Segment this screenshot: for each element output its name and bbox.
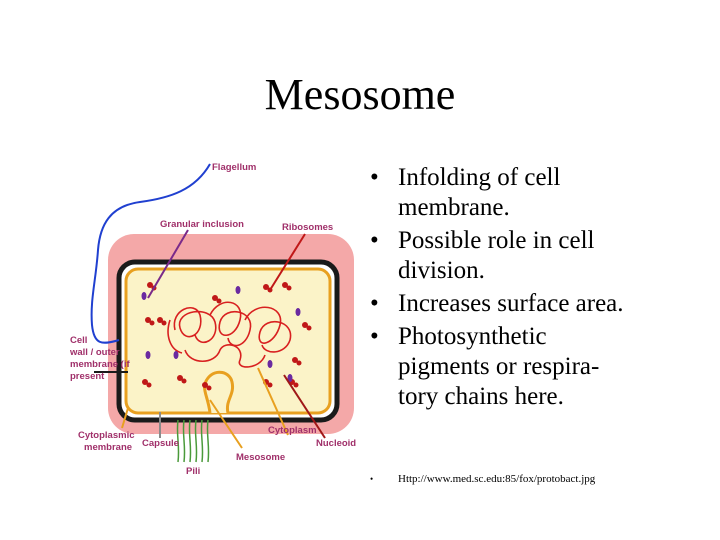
bullet-item: • Increases surface area. — [370, 289, 715, 319]
label-nucleoid: Nucleoid — [316, 438, 356, 449]
label-cytoplasm: Cytoplasm — [268, 425, 317, 436]
bullet-line: tory chains here. — [398, 383, 564, 410]
label-granular-inclusion: Granular inclusion — [160, 219, 244, 230]
bullet-dot: • — [370, 474, 374, 484]
bullet-line: membrane. — [398, 194, 510, 221]
bullet-line: Increases surface area. — [398, 290, 624, 317]
slide-title: Mesosome — [264, 70, 456, 119]
bullet-item: • Photosynthetic pigments or respira- to… — [370, 322, 715, 412]
nucleoid-dna — [167, 301, 292, 368]
bullet-line: division. — [398, 257, 485, 284]
bullet-list: • Infolding of cell membrane. • Possible… — [370, 163, 715, 415]
label-cell-wall-1: Cell — [70, 335, 87, 346]
label-capsule: Capsule — [142, 438, 179, 449]
bullet-item: • Possible role in cell division. — [370, 226, 715, 286]
label-cell-wall-4: present — [70, 371, 105, 382]
bullet-line: Infolding of cell — [398, 164, 561, 191]
source-url[interactable]: Http://www.med.sc.edu:85/fox/protobact.j… — [398, 473, 596, 485]
bullet-dot: • — [370, 323, 379, 350]
label-mesosome: Mesosome — [236, 452, 285, 463]
ribosomes — [142, 282, 312, 391]
label-pili: Pili — [186, 466, 200, 477]
bullet-dot: • — [370, 290, 379, 317]
label-ribosomes: Ribosomes — [282, 222, 333, 233]
diagram-labels: Flagellum Granular inclusion Ribosomes C… — [70, 162, 356, 477]
label-cell-wall-3: membrane (if — [70, 359, 130, 370]
label-flagellum: Flagellum — [212, 162, 256, 173]
label-pointers — [94, 229, 326, 449]
prokaryotic-cell-diagram: Flagellum Granular inclusion Ribosomes C… — [70, 162, 356, 477]
bullet-line: pigments or respira- — [398, 353, 600, 380]
label-cell-wall-2: wall / outer — [70, 347, 120, 358]
bullet-dot: • — [370, 227, 379, 254]
flagellum — [90, 163, 211, 344]
label-cytoplasmic-2: membrane — [84, 442, 132, 453]
bullet-line: Possible role in cell — [398, 227, 595, 254]
granular-inclusions — [141, 286, 301, 382]
bullet-dot: • — [370, 164, 379, 191]
bullet-line: Photosynthetic — [398, 323, 547, 350]
mesosome-infolding — [203, 370, 235, 414]
pili — [176, 419, 210, 463]
bullet-item: • Infolding of cell membrane. — [370, 163, 715, 223]
label-cytoplasmic-1: Cytoplasmic — [78, 430, 135, 441]
source-citation: • Http://www.med.sc.edu:85/fox/protobact… — [370, 472, 715, 486]
